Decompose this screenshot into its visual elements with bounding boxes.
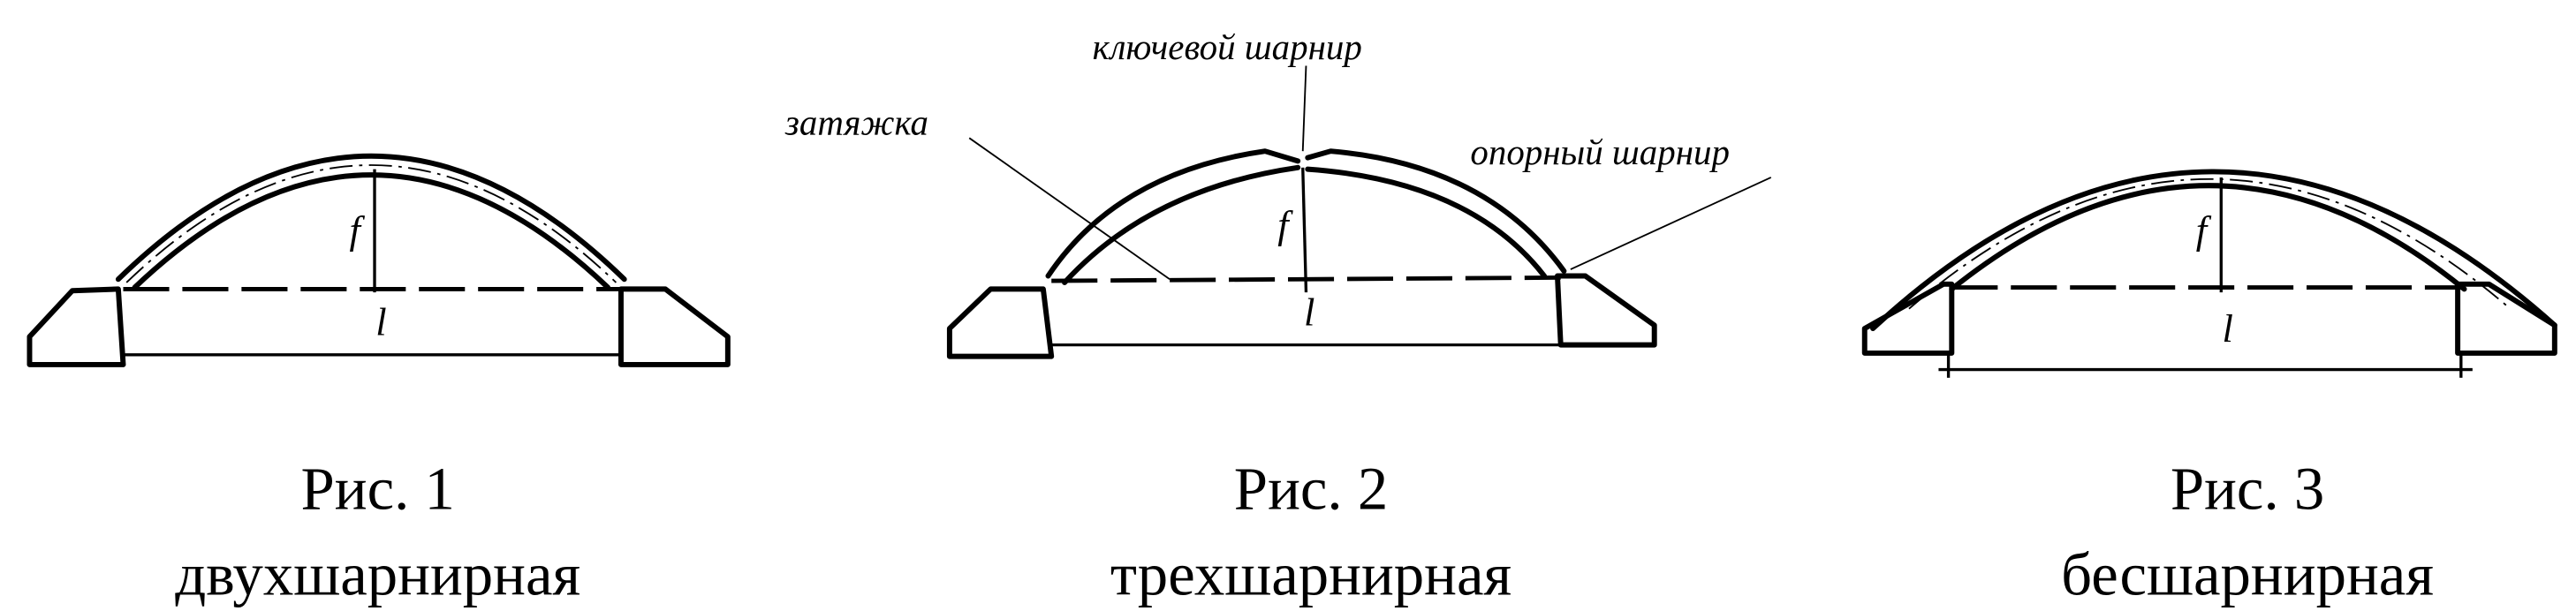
left-support <box>946 286 1055 359</box>
arch-outer <box>115 153 627 283</box>
right-support <box>617 286 731 367</box>
right-support <box>1555 273 1657 348</box>
rise-dimension <box>1301 167 1308 293</box>
figure-caption: Рис. 1 <box>301 456 455 523</box>
right-support <box>2455 281 2557 356</box>
support-hinge-leader <box>1570 177 1772 270</box>
arch-outer <box>1870 169 2557 332</box>
left-support <box>27 286 126 367</box>
figure-2-three-hinged-arch: f l ключевой шарнир затяжка опорный шарн… <box>784 27 1772 607</box>
left-support <box>1861 281 1955 356</box>
arch-axis <box>125 164 617 283</box>
span-symbol: l <box>1304 290 1315 334</box>
figure-type: двухшарнирная <box>175 540 580 607</box>
arch-right-half-outer <box>1305 148 1567 274</box>
arch-left-half-outer <box>1045 148 1301 279</box>
arch-inner <box>132 172 611 290</box>
tie-label: затяжка <box>784 103 928 143</box>
figure-type: трехшарнирная <box>1110 540 1512 607</box>
rise-symbol: f <box>2196 207 2212 252</box>
span-symbol: l <box>375 299 386 343</box>
arch-axis <box>1908 178 2512 310</box>
rise-symbol: f <box>349 207 365 252</box>
figure-1-two-hinged-arch: f l Рис. 1 двухшарнирная <box>27 153 731 607</box>
tie-leader <box>968 137 1171 281</box>
figure-caption: Рис. 2 <box>1234 456 1388 523</box>
figure-type: бесшарнирная <box>2061 540 2434 607</box>
arch-left-half-inner <box>1062 164 1301 285</box>
figure-3-hingeless-arch: f l Рис. 3 бесшарнирная <box>1861 169 2557 607</box>
figure-caption: Рис. 3 <box>2171 456 2324 523</box>
arch-inner <box>1949 183 2467 292</box>
key-hinge-label: ключевой шарнир <box>1093 27 1362 67</box>
rise-symbol: f <box>1277 203 1293 247</box>
arch-right-half-inner <box>1305 166 1548 279</box>
support-hinge-label: опорный шарнир <box>1470 132 1729 172</box>
span-symbol: l <box>2223 306 2233 351</box>
key-hinge-leader <box>1301 65 1307 152</box>
